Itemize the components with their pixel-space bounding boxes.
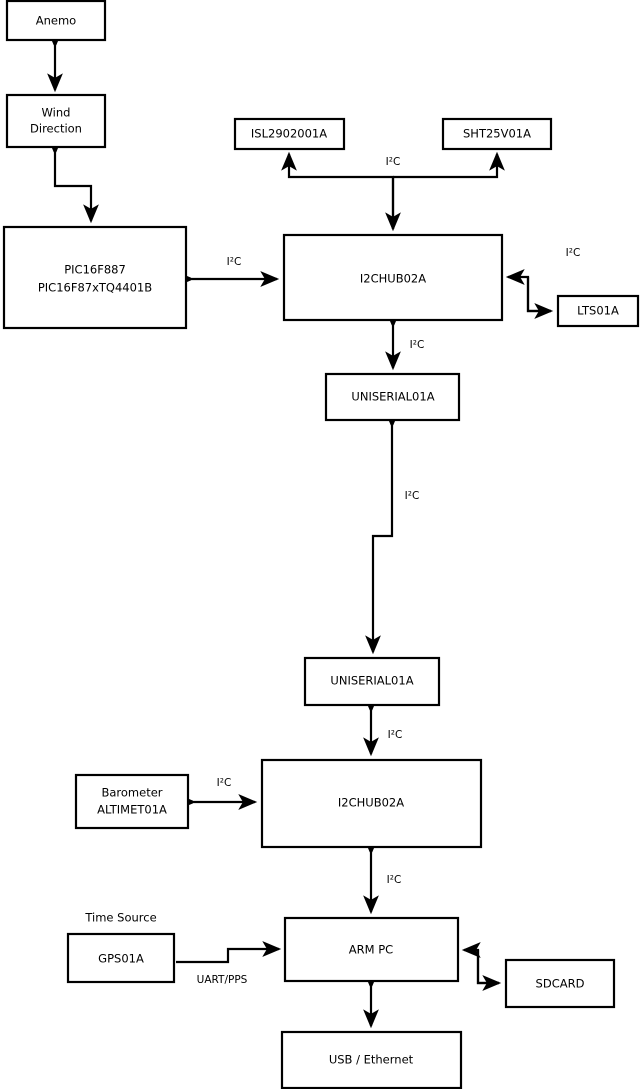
edge-pic-hubtop: I²C [175, 256, 280, 287]
node-label-sht25v01a: SHT25V01A [463, 127, 531, 141]
edge-hubbot-armpc: I²C [363, 836, 402, 915]
node-box-uniserial01a-upper[interactable] [324, 372, 461, 422]
node-box-gps01a[interactable] [66, 932, 176, 984]
node-label-arm-pc: ARM PC [349, 943, 393, 957]
edge-label-pic-hubtop: I²C [227, 256, 242, 268]
node-label-i2chub02a-bottom: I2CHUB02A [338, 796, 404, 810]
node-label-gps01a: GPS01A [98, 952, 144, 966]
node-label-anemo: Anemo [36, 14, 76, 28]
edge-gps-armpc: UART/PPS [176, 941, 282, 986]
edge-barometer-hubbot: I²C [177, 777, 258, 810]
node-box-sht25v01a[interactable] [441, 117, 553, 151]
edge-line-armpc-sdcard [476, 950, 502, 991]
node-uniserial01a-upper[interactable]: UNISERIAL01A [324, 372, 461, 422]
label-time-source: Time Source [84, 911, 156, 925]
node-label-wind-direction-line2: Direction [30, 122, 82, 136]
edge-line-uniserial-link [365, 409, 400, 655]
edge-line-hubtop-lts [526, 277, 554, 319]
node-label-uniserial01a-upper: UNISERIAL01A [351, 390, 434, 404]
edge-label-uniserialbot-hubbot: I²C [388, 729, 403, 741]
edge-wind-pic [47, 136, 99, 224]
node-i2chub02a-bottom[interactable]: I2CHUB02A [260, 758, 483, 849]
node-arm-pc[interactable]: ARM PC [283, 916, 460, 983]
node-uniserial01a-lower[interactable]: UNISERIAL01A [303, 656, 441, 707]
node-box-pic-mcu[interactable] [2, 225, 188, 330]
edge-uniserialbot-hubbot: I²C [363, 694, 403, 757]
node-isl2902001a[interactable]: ISL2902001A [233, 117, 346, 151]
node-i2chub02a-top[interactable]: I2CHUB02A [282, 233, 504, 322]
node-label-pic-mcu-line2: PIC16F87xTQ4401B [38, 281, 152, 295]
edge-line-sdcard-armpc [461, 942, 499, 985]
node-barometer[interactable]: Barometer ALTIMET01A [74, 773, 190, 830]
node-box-sdcard[interactable] [504, 958, 616, 1009]
node-box-lts01a[interactable] [556, 294, 640, 328]
node-label-sdcard: SDCARD [536, 977, 585, 991]
node-box-i2chub02a-top[interactable] [282, 233, 504, 322]
node-lts01a[interactable]: LTS01A [556, 294, 640, 328]
edge-line-lts-hubtop [505, 269, 551, 313]
node-label-i2chub02a-top: I2CHUB02A [360, 272, 426, 286]
edge-label-barometer-hubbot: I²C [217, 777, 232, 789]
edge-armpc-sdcard [461, 942, 502, 991]
node-box-wind-direction[interactable] [5, 93, 107, 149]
edge-label-hubtop-sensors: I²C [386, 156, 401, 168]
node-label-barometer-line1: Barometer [101, 786, 162, 800]
edge-line-gps-armpc [176, 941, 282, 964]
edge-hubtop-lts: I²C [505, 247, 581, 319]
node-label-isl2902001a: ISL2902001A [251, 127, 327, 141]
edge-label-hubtop-lts: I²C [566, 247, 581, 259]
node-pic-mcu[interactable]: PIC16F887 PIC16F87xTQ4401B [2, 225, 188, 330]
edge-label-hubbot-armpc: I²C [387, 874, 402, 886]
edge-uniserial-link: I²C [365, 409, 420, 655]
node-box-anemo[interactable] [5, 0, 107, 42]
edge-line-wind-pic [47, 136, 99, 224]
node-label-barometer-line2: ALTIMET01A [97, 803, 167, 817]
node-label-lts01a: LTS01A [577, 304, 619, 318]
edge-label-gps-armpc: UART/PPS [197, 974, 248, 986]
edge-line-hubtop-sht [393, 151, 505, 179]
node-label-uniserial01a-lower: UNISERIAL01A [330, 674, 413, 688]
node-box-usb-ethernet[interactable] [280, 1030, 463, 1089]
edge-hubtop-uniserialtop: I²C [385, 309, 425, 371]
node-sht25v01a[interactable]: SHT25V01A [441, 117, 553, 151]
node-label-usb-ethernet: USB / Ethernet [329, 1053, 414, 1067]
node-label-wind-direction-line1: Wind [42, 106, 71, 120]
node-box-barometer[interactable] [74, 773, 190, 830]
node-anemo[interactable]: Anemo [5, 0, 107, 42]
edge-hubtop-sensors: I²C [281, 151, 505, 232]
node-wind-direction[interactable]: Wind Direction [5, 93, 107, 149]
node-gps01a[interactable]: GPS01A [66, 932, 176, 984]
edge-label-hubtop-uniserialtop: I²C [410, 339, 425, 351]
edge-line-hubtop-isl [281, 151, 395, 229]
node-label-pic-mcu-line1: PIC16F887 [64, 263, 126, 277]
edge-label-uniserial-link: I²C [405, 490, 420, 502]
node-sdcard[interactable]: SDCARD [504, 958, 616, 1009]
node-box-arm-pc[interactable] [283, 916, 460, 983]
node-box-isl2902001a[interactable] [233, 117, 346, 151]
node-box-uniserial01a-lower[interactable] [303, 656, 441, 707]
node-box-i2chub02a-bottom[interactable] [260, 758, 483, 849]
node-usb-ethernet[interactable]: USB / Ethernet [280, 1030, 463, 1089]
